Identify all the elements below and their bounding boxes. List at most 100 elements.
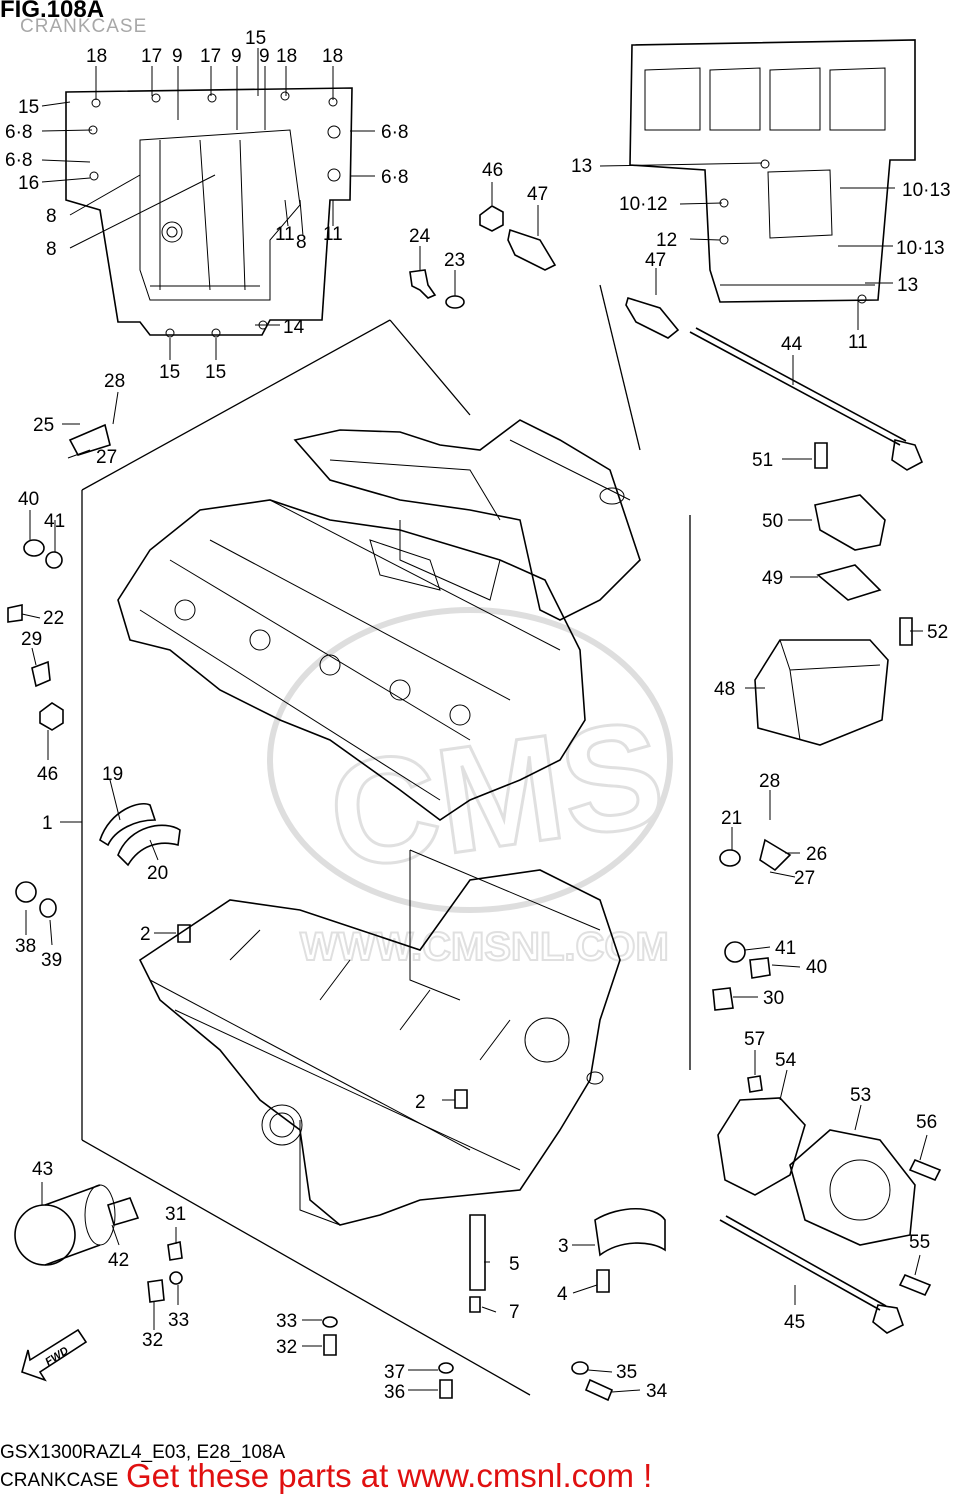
callout-label: 9	[172, 46, 183, 67]
callout-label: 46	[482, 160, 503, 181]
callout-label: 40	[18, 489, 39, 510]
callout-label: 27	[96, 447, 117, 468]
callout-label: 35	[616, 1362, 637, 1383]
callout-label: 46	[37, 764, 58, 785]
callout-label: 56	[916, 1112, 937, 1133]
callout-label: 15	[245, 28, 266, 49]
callout-label: 52	[927, 622, 948, 643]
callout-label: 51	[752, 450, 773, 471]
callout-label: 16	[18, 173, 39, 194]
callout-label: 55	[909, 1232, 930, 1253]
callout-label: 13	[897, 275, 918, 296]
callout-label: 23	[444, 250, 465, 271]
callout-label: 49	[762, 568, 783, 589]
footer-caption: CRANKCASE	[0, 1470, 119, 1491]
callout-label: 57	[744, 1029, 765, 1050]
callout-label: 31	[165, 1204, 186, 1225]
callout-label: 3	[558, 1236, 569, 1257]
callout-label: 5	[509, 1254, 520, 1275]
callout-label: 12	[656, 230, 677, 251]
callout-label: 18	[276, 46, 297, 67]
figure-subtitle: CRANKCASE	[20, 16, 148, 37]
assembly-frame	[81, 284, 691, 1396]
promo-link-text[interactable]: Get these parts at www.cmsnl.com !	[126, 1457, 653, 1494]
callout-label: 18	[322, 46, 343, 67]
forward-direction-arrow: FWD	[21, 1328, 88, 1382]
callout-label: 38	[15, 936, 36, 957]
callout-label: 15	[18, 97, 39, 118]
figure-title: FIG.108A	[0, 0, 105, 23]
callout-label: 30	[763, 988, 784, 1009]
inset-upper-left-case	[65, 87, 353, 338]
callout-label: 11	[275, 224, 295, 245]
callout-label: 40	[806, 957, 827, 978]
callout-label: 6·8	[5, 150, 32, 171]
callout-label: 19	[102, 764, 123, 785]
callout-label: 20	[147, 863, 168, 884]
callout-label: 6·8	[381, 167, 408, 188]
callout-label: 34	[646, 1381, 668, 1402]
callout-label: 4	[557, 1284, 568, 1305]
callout-label: 41	[44, 511, 65, 532]
callout-label: 28	[759, 771, 780, 792]
inset-upper-right-case	[629, 39, 916, 304]
lower-crankcase	[138, 849, 621, 1226]
callout-label: 27	[794, 868, 815, 889]
callout-label: 17	[141, 46, 162, 67]
callout-label: 14	[283, 317, 305, 338]
callout-label: 10·13	[902, 180, 951, 201]
callout-label: 9	[259, 46, 270, 67]
callout-label: 6·8	[5, 122, 32, 143]
cms-watermark: CMS WWW.CMSNL.COM	[267, 607, 674, 970]
callout-labels: 18 17 9 17 9 15 9 18 18 15 6·8 6·8 6·8 6…	[5, 28, 951, 1403]
callout-label: 33	[168, 1310, 189, 1331]
callout-label: 41	[775, 938, 796, 959]
callout-label: 48	[714, 679, 735, 700]
callout-label: 26	[806, 844, 827, 865]
callout-label: 25	[33, 415, 54, 436]
callout-label: 24	[409, 226, 431, 247]
callout-label: 44	[781, 334, 803, 355]
callout-label: 28	[104, 371, 125, 392]
callout-label: 8	[46, 206, 57, 227]
callout-label: 8	[46, 239, 57, 260]
callout-label: 9	[231, 46, 242, 67]
callout-label: 47	[527, 184, 548, 205]
callout-label: 1	[42, 813, 53, 834]
watermark-logo-text: CMS	[319, 688, 672, 901]
callout-label: 7	[509, 1302, 520, 1323]
callout-label: 22	[43, 608, 64, 629]
callout-label: 18	[86, 46, 107, 67]
callout-label: 45	[784, 1312, 805, 1333]
callout-label: 8	[296, 232, 307, 253]
callout-label: 21	[721, 808, 742, 829]
callout-label: 11	[848, 332, 868, 353]
callout-label: 13	[571, 156, 592, 177]
small-parts	[7, 205, 942, 1402]
cylinder-head-top-cover	[293, 419, 641, 621]
callout-label: 36	[384, 1382, 405, 1403]
callout-label: 10·12	[619, 194, 668, 215]
callout-label: 2	[415, 1092, 426, 1113]
callout-label: 54	[775, 1050, 797, 1071]
callout-label: 32	[276, 1337, 297, 1358]
callout-label: 29	[21, 629, 42, 650]
callout-label: 32	[142, 1330, 163, 1351]
callout-label: 2	[140, 924, 151, 945]
callout-label: 15	[159, 362, 180, 383]
callout-label: 50	[762, 511, 783, 532]
callout-label: 42	[108, 1250, 129, 1271]
callout-label: 37	[384, 1362, 405, 1383]
model-code: GSX1300RAZL4_E03, E28_108A	[0, 1442, 286, 1463]
callout-label: 39	[41, 950, 62, 971]
callout-label: 10·13	[896, 238, 945, 259]
watermark-url-text: WWW.CMSNL.COM	[300, 925, 669, 969]
callout-label: 15	[205, 362, 226, 383]
callout-label: 43	[32, 1159, 53, 1180]
upper-crankcase	[117, 499, 586, 821]
callout-label: 17	[200, 46, 221, 67]
leader-lines	[21, 48, 928, 1393]
callout-label: 47	[645, 250, 666, 271]
callout-label: 11	[323, 224, 343, 245]
